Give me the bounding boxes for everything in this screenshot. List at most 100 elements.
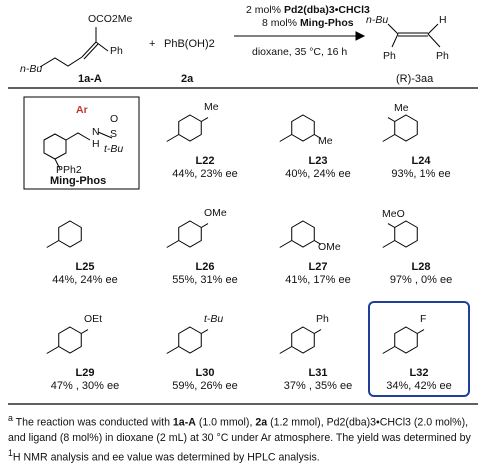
ligand-cell-L31: L31 37% , 35% ee [263,367,373,393]
ligand-id: L31 [308,367,328,379]
mingphos-s [97,131,113,139]
attachment-bond-L27 [279,240,292,248]
substituent-bond-L28 [387,223,395,228]
aryl-ring-L29 [58,326,82,354]
ligand-cell-L26: L26 55%, 31% ee [150,261,260,287]
substituent-bond-L23 [314,134,322,139]
aryl-ring-L23 [291,114,315,142]
attachment-bond-L26 [166,240,179,248]
ligand-id: L25 [75,261,95,273]
footnote: a The reaction was conducted with 1a-A (… [8,413,471,464]
reactant-to-ph [95,41,109,52]
boronic-label: 2a [181,73,194,85]
aryl-ring-L32 [394,326,418,354]
subst-L29: OEt [84,313,103,325]
ligand-result: 47% , 30% ee [50,380,120,392]
reactant-chain [39,56,83,68]
ligand-result: 59%, 26% ee [172,380,238,392]
aryl-ring-L25 [58,220,82,248]
ligand-cell-L24: L24 93%, 1% ee [366,155,476,181]
subst-L22: Me [204,101,219,113]
product-allene [398,32,428,37]
subst-L32: F [420,313,427,325]
subst-L23: Me [318,135,333,147]
product-right [427,23,441,48]
subst-L27: OMe [318,241,341,253]
ligand-result: 55%, 31% ee [172,274,238,286]
mingphos-name: Ming-Phos [50,175,107,187]
attachment-bond-L25 [46,240,59,248]
product-chain: n-Bu [366,14,389,26]
attachment-bond-L29 [46,346,59,354]
substituent-bond-L31 [314,329,322,334]
boronic-acid: PhB(OH)2 [164,38,215,50]
mingphos-o: O [110,113,119,125]
ligand-id: L29 [75,367,95,379]
ligand-id: L23 [308,155,328,167]
mingphos-ring [43,133,67,160]
ligand-result: 44%, 24% ee [52,274,118,286]
aryl-ring-L31 [291,326,315,354]
ligand-cell-L28: L28 97% , 0% ee [366,261,476,287]
attachment-bond-L31 [279,346,292,354]
mingphos-stereo [65,132,91,141]
ligand-box [23,96,140,190]
arrow-head [355,31,366,41]
substituent-bond-L24 [387,117,395,122]
attachment-bond-L28 [382,240,395,248]
subst-L26: OMe [204,207,227,219]
ligand-cell-L25: L25 44%, 24% ee [30,261,140,287]
substituent-bond-L26 [201,223,209,228]
aryl-ring-L22 [178,114,202,142]
reactant-alkyne [81,41,99,60]
attachment-bond-L23 [279,134,292,142]
ligand-id: L28 [411,261,431,273]
condition-line-1: 2 mol% Pd2(dba)3•CHCl3 [246,4,370,16]
mingphos-h: H [92,138,100,150]
subst-L24: Me [394,102,409,114]
aryl-ring-L26 [178,220,202,248]
ligand-result: 34%, 42% ee [386,380,452,392]
product-h: H [439,14,447,26]
ligand-cell-L23: L23 40%, 24% ee [263,155,373,181]
highlight-box [368,301,470,397]
mingphos-p [54,158,61,170]
reactant-label: 1a-A [78,73,102,85]
ligand-id: L30 [195,367,215,379]
ligand-result: 44%, 23% ee [172,168,238,180]
attachment-bond-L22 [166,134,179,142]
reactant-substituent: OCO2Me [88,13,133,25]
mingphos-ar: Ar [76,104,88,116]
plus-sign: + [149,38,156,50]
ligand-id: L24 [411,155,431,167]
ligand-result: 40%, 24% ee [285,168,351,180]
subst-L28: MeO [382,208,405,220]
substituent-bond-L27 [314,240,322,245]
attachment-bond-L32 [382,346,395,354]
aryl-ring-L27 [291,220,315,248]
mingphos-tbu: t-Bu [104,143,124,155]
subst-L30: t-Bu [204,313,224,325]
aryl-ring-L28 [394,220,418,248]
condition-line-3: dioxane, 35 °C, 16 h [252,46,348,58]
ligand-id: L22 [195,155,215,167]
ligand-id: L26 [195,261,215,273]
aryl-ring-L30 [178,326,202,354]
ligand-cell-L30: L30 59%, 26% ee [150,367,260,393]
reactant-chain-label: n-Bu [20,63,43,75]
ligand-cell-L27: L27 41%, 17% ee [263,261,373,287]
aryl-ring-L24 [394,114,418,142]
ligand-result: 93%, 1% ee [391,168,451,180]
ligand-id: L27 [308,261,328,273]
substituent-bond-L32 [417,329,425,334]
mingphos-n: N [92,126,100,138]
condition-line-2: 8 mol% Ming-Phos [262,17,354,29]
ligand-cell-L32: L32 34%, 42% ee [364,367,474,393]
ligand-result: 97% , 0% ee [389,274,453,286]
ligand-id: L32 [409,367,429,379]
substituent-bond-L30 [201,329,209,334]
mingphos-s-label: S [110,128,118,140]
mingphos-pph2: PPh2 [56,164,82,176]
